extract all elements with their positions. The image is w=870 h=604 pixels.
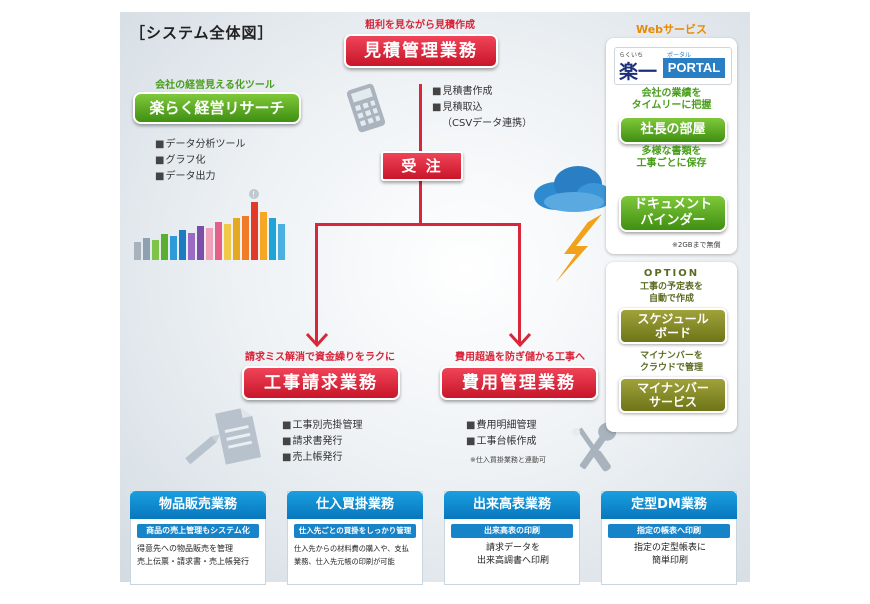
research-tool-box: 楽らく経営リサーチ [133, 92, 301, 124]
construction-billing-box: 工事請求業務 [242, 366, 400, 400]
binder-line: バインダー [640, 213, 706, 228]
page-title: ［システム全体図］ [130, 24, 274, 42]
estimate-item: 見積書作成 [432, 84, 532, 100]
card-subtitle: 仕入先ごとの買掛をしっかり管理 [294, 524, 416, 538]
billing-item: 工事別売掛管理 [282, 418, 362, 434]
estimate-caption: 粗利を見ながら見積作成 [365, 20, 475, 31]
card-body: 得意先への物品販売を管理 売上伝票・請求書・売上帳発行 [137, 542, 261, 568]
caption-line: 工事ごとに保存 [636, 158, 707, 169]
connector-line [518, 223, 521, 343]
card-body: 指定の定型帳表に 簡単印刷 [608, 542, 732, 568]
card-line: 売上伝票・請求書・売上帳発行 [137, 557, 249, 566]
portal-logo: らくいち 楽一 ポータル PORTAL [614, 47, 732, 85]
research-item: グラフ化 [155, 153, 245, 169]
estimate-item: 見積取込 [432, 100, 532, 116]
cost-item: 工事台帳作成 [466, 434, 536, 450]
mynumber-line: マイナンバー [637, 381, 709, 395]
cost-caption: 費用超過を防ぎ儲かる工事へ [455, 352, 585, 363]
caption-line: 多様な書類を [641, 146, 702, 157]
card-line: 出来高調書へ印刷 [476, 556, 549, 566]
card-line: 指定の定型帳表に [633, 543, 706, 553]
estimate-item-sub: （CSVデータ連携） [442, 118, 533, 129]
schedule-line: スケジュール [637, 312, 709, 326]
connector-line [315, 223, 318, 343]
document-pencil-icon [185, 408, 262, 465]
president-caption: 会社の業績を タイムリーに把握 [606, 88, 737, 112]
card-body: 仕入先からの材料費の購入や、支払 業務、仕入先元帳の印刷が可能 [294, 542, 418, 568]
card-purchase: 仕入買掛業務 仕入先ごとの買掛をしっかり管理 仕入先からの材料費の購入や、支払 … [287, 491, 423, 585]
cost-item: 費用明細管理 [466, 418, 536, 434]
caption-line: タイムリーに把握 [631, 100, 712, 111]
card-title: 定型DM業務 [601, 491, 737, 519]
card-line: 業務、仕入先元帳の印刷が可能 [294, 557, 395, 566]
card-line: 簡単印刷 [651, 556, 688, 566]
arrow-down-icon [305, 332, 329, 348]
caption-line: クラウドで管理 [639, 363, 703, 373]
document-binder-button[interactable]: ドキュメント バインダー [619, 194, 727, 232]
card-line: 仕入先からの材料費の購入や、支払 [294, 544, 409, 553]
billing-item: 売上帳発行 [282, 450, 362, 466]
storage-note: ※2GBまで無償 [672, 241, 721, 249]
logo-portal: PORTAL [663, 58, 725, 78]
card-line: 請求データを [485, 543, 540, 553]
card-line: 得意先への物品販売を管理 [137, 544, 233, 553]
cloud-lightning-icon [534, 166, 612, 282]
card-subtitle: 商品の売上管理もシステム化 [137, 524, 259, 538]
mynumber-caption: マイナンバーを クラウドで管理 [606, 350, 737, 374]
estimate-management-box: 見積管理業務 [344, 34, 498, 68]
card-title: 物品販売業務 [130, 491, 266, 519]
card-subtitle: 指定の帳表へ印刷 [608, 524, 730, 538]
schedule-line: ボード [654, 326, 691, 340]
research-item: データ分析ツール [155, 137, 245, 153]
schedule-board-button[interactable]: スケジュール ボード [619, 308, 727, 344]
card-body: 請求データを 出来高調書へ印刷 [451, 542, 575, 568]
logo-kanji: 楽一 [619, 61, 658, 83]
caption-line: マイナンバーを [640, 351, 703, 361]
cost-note: ※仕入買掛業務と連動可 [470, 456, 546, 464]
card-title: 仕入買掛業務 [287, 491, 423, 519]
connector-line [315, 223, 521, 226]
cost-management-box: 費用管理業務 [440, 366, 598, 400]
logo-ruby: らくいち [619, 52, 644, 59]
binder-line: ドキュメント [633, 197, 712, 212]
research-caption: 会社の経営見える化ツール [155, 80, 275, 91]
research-item: データ出力 [155, 169, 245, 185]
arrow-down-icon [508, 332, 532, 348]
caption-line: 自動で作成 [648, 294, 694, 304]
caption-line: 会社の業績を [641, 88, 702, 99]
president-room-button[interactable]: 社長の部屋 [619, 116, 727, 144]
bar-graph-icon: ! [134, 189, 285, 260]
card-title: 出来高表業務 [444, 491, 580, 519]
research-list: データ分析ツール グラフ化 データ出力 [155, 137, 245, 185]
card-dm: 定型DM業務 指定の帳表へ印刷 指定の定型帳表に 簡単印刷 [601, 491, 737, 585]
billing-item: 請求書発行 [282, 434, 362, 450]
mynumber-service-button[interactable]: マイナンバー サービス [619, 377, 727, 413]
calculator-icon [346, 83, 386, 133]
billing-caption: 請求ミス解消で資金繰りをラクに [245, 352, 395, 363]
schedule-caption: 工事の予定表を 自動で作成 [606, 281, 737, 305]
web-services-title: Webサービス [635, 23, 708, 36]
order-received-box: 受 注 [381, 151, 463, 181]
cost-list: 費用明細管理 工事台帳作成 [466, 418, 536, 450]
binder-caption: 多様な書類を 工事ごとに保存 [606, 146, 737, 170]
caption-line: 工事の予定表を [639, 282, 703, 292]
card-subtitle: 出来高表の印刷 [451, 524, 573, 538]
mynumber-line: サービス [648, 395, 697, 409]
logo-sub: ポータル [667, 52, 692, 59]
option-title: OPTION [643, 268, 700, 279]
billing-list: 工事別売掛管理 請求書発行 売上帳発行 [282, 418, 362, 466]
card-goods-sales: 物品販売業務 商品の売上管理もシステム化 得意先への物品販売を管理 売上伝票・請… [130, 491, 266, 585]
svg-text:!: ! [252, 190, 255, 199]
estimate-list: 見積書作成 見積取込 （CSVデータ連携） [432, 84, 532, 132]
card-progress-report: 出来高表業務 出来高表の印刷 請求データを 出来高調書へ印刷 [444, 491, 580, 585]
